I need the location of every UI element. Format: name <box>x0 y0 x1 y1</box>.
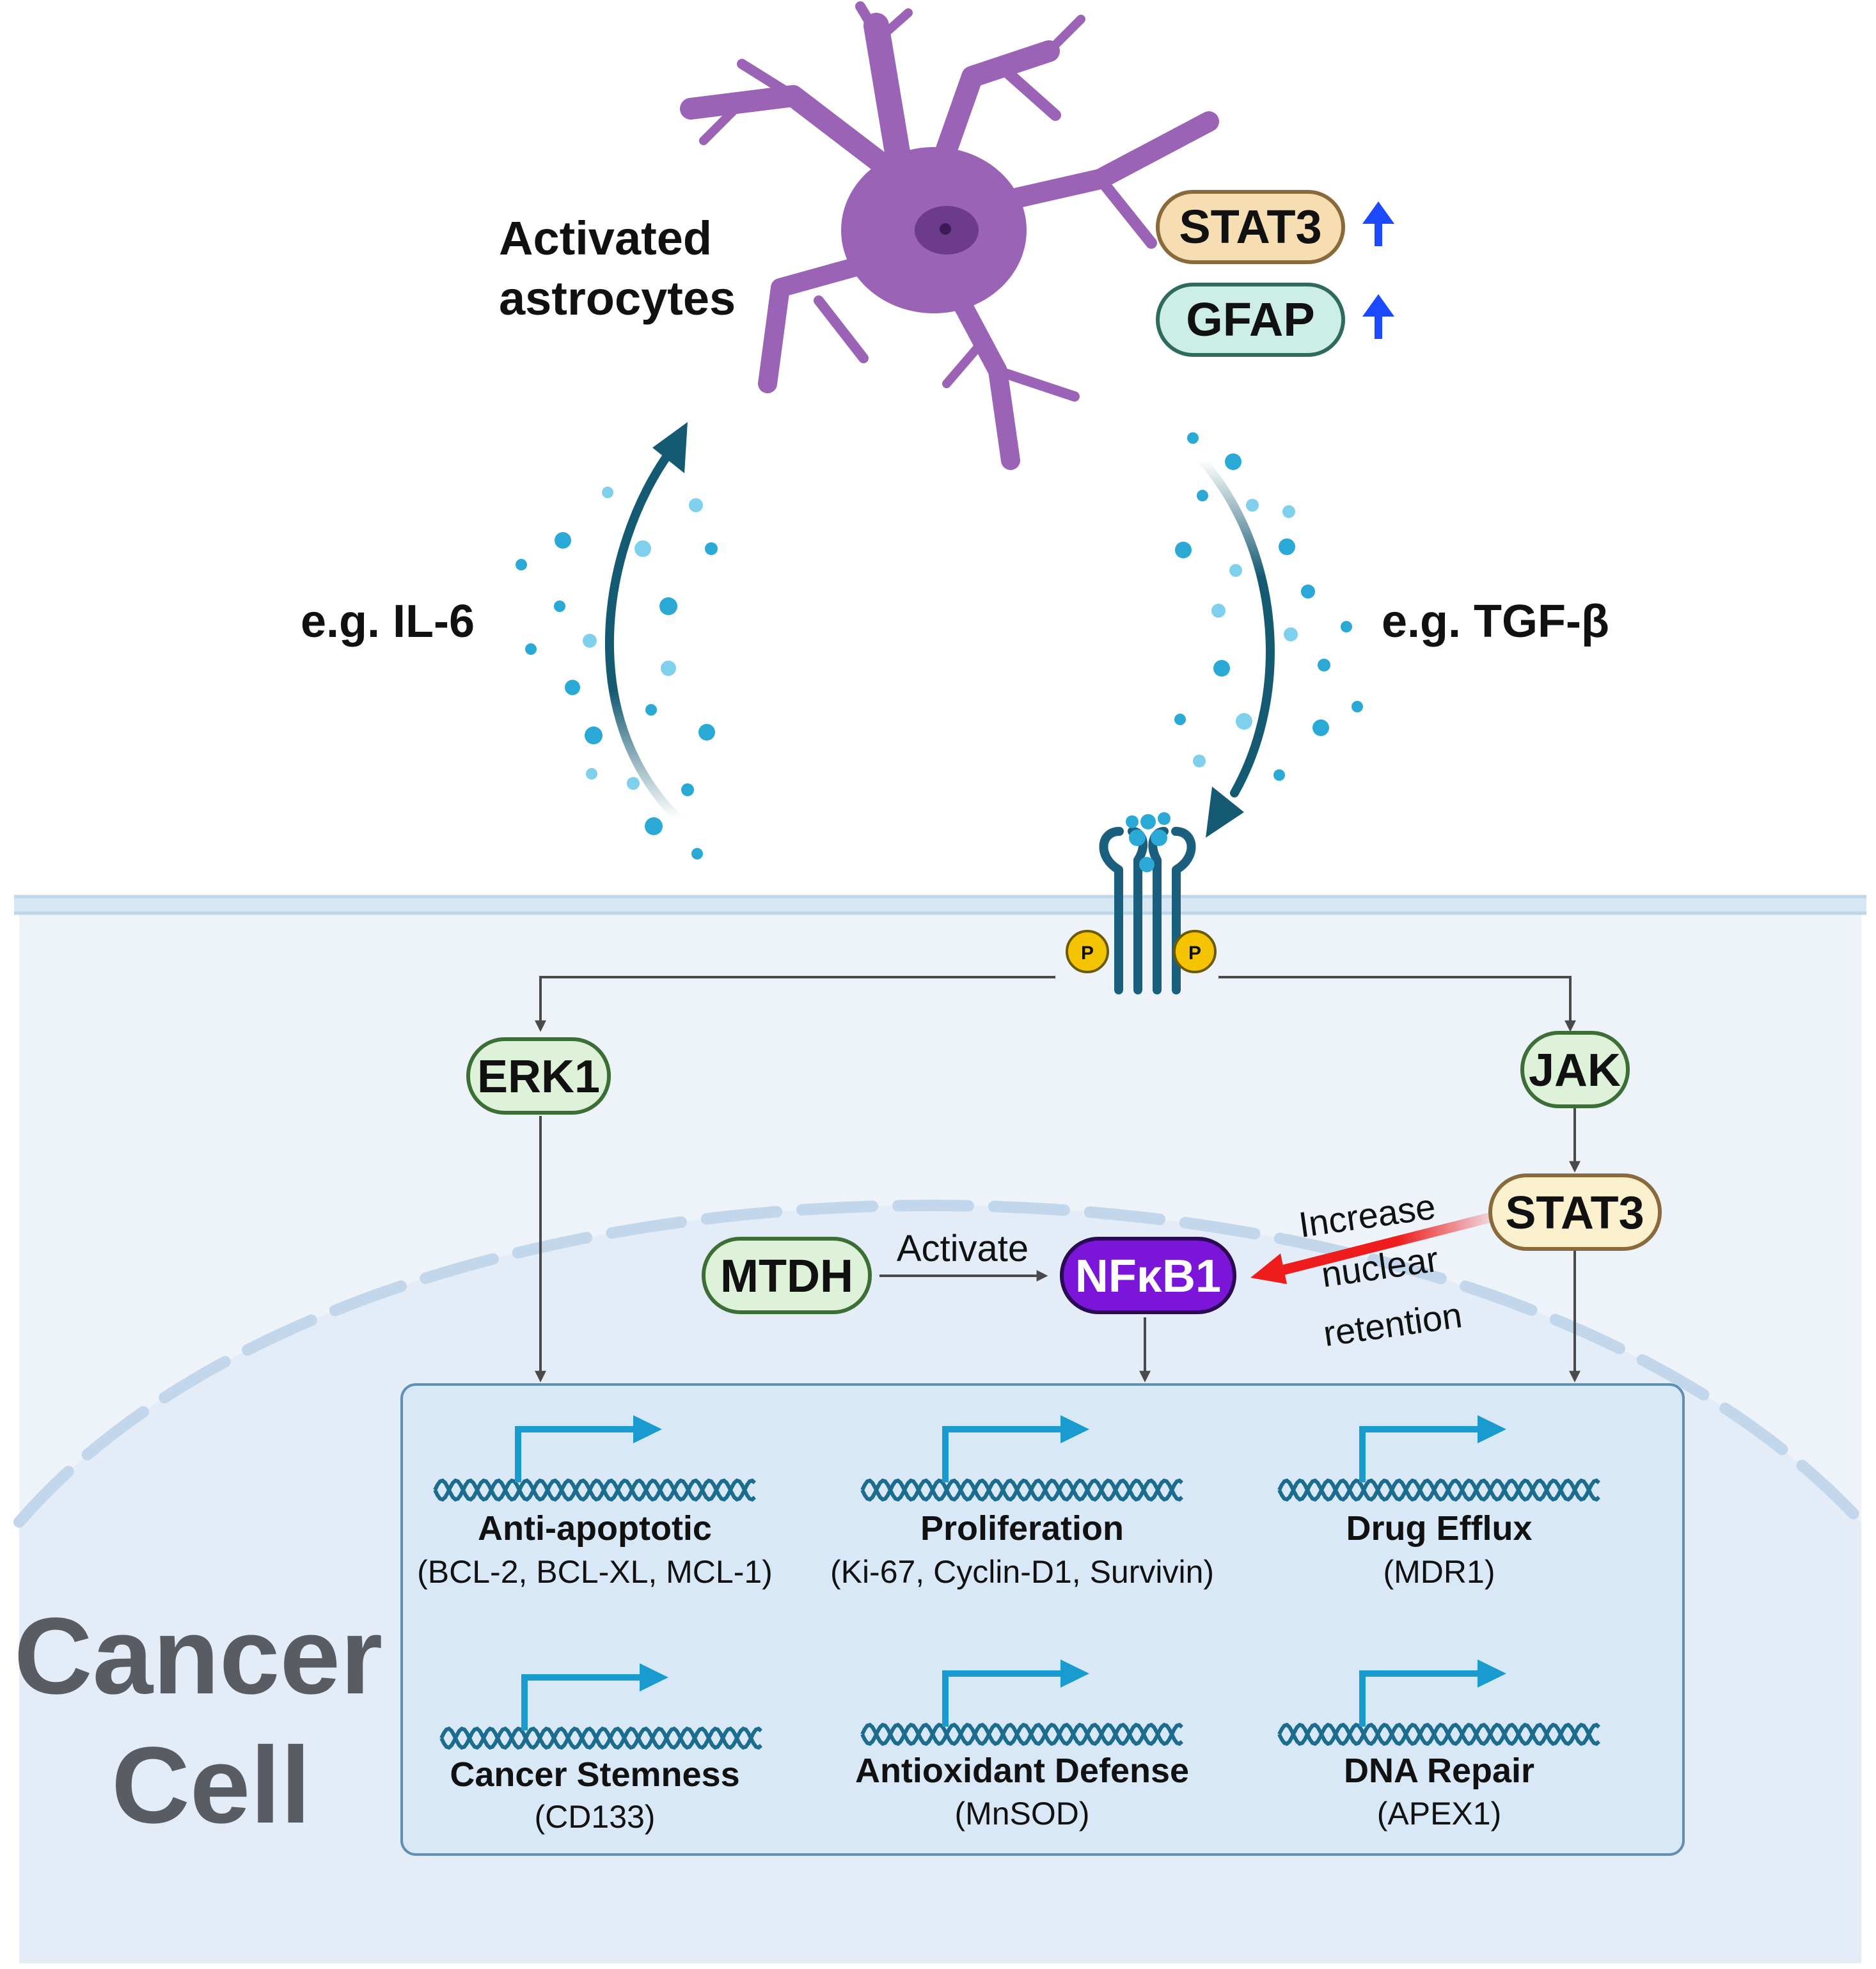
dna-strand-icon-antioxidant-defense <box>860 1722 1183 1746</box>
nuclear-retention-arrow <box>1268 1210 1505 1278</box>
transcription-arrowhead-icon-drug-efflux <box>1478 1415 1506 1443</box>
transcription-arrowhead-icon-antioxidant-defense <box>1060 1659 1089 1688</box>
stat3-up-arrow-icon <box>1362 201 1394 246</box>
phospho-left-label: P <box>1081 943 1094 964</box>
gene-subtitle-drug-efflux: (MDR1) <box>1383 1554 1495 1590</box>
gene-subtitle-antioxidant-defense: (MnSOD) <box>954 1796 1089 1832</box>
dna-strand-icon-dna-repair <box>1277 1722 1600 1746</box>
nuclear-envelope <box>13 1200 1867 1528</box>
transcription-arrowhead-icon-anti-apoptotic <box>633 1415 662 1443</box>
cancer-cell-label-line2: Cell <box>111 1725 311 1846</box>
il6-secretion-arrow <box>604 450 682 823</box>
stat3-node: STAT3 <box>1488 1173 1662 1251</box>
dna-strand-icon-cancer-stemness <box>439 1726 762 1750</box>
arrow-receptor-to-erk1 <box>535 976 1055 1032</box>
transcription-arrow-icon-antioxidant-defense <box>942 1670 1064 1727</box>
nfkb1-label: NFκB1 <box>1075 1251 1221 1302</box>
transcription-arrow-icon-dna-repair <box>1359 1670 1481 1727</box>
transcription-arrow-icon-cancer-stemness <box>521 1674 643 1730</box>
membrane-receptor-icon <box>1099 812 1196 994</box>
gene-title-dna-repair: DNA Repair <box>1344 1752 1534 1790</box>
transcription-arrowhead-icon-proliferation <box>1060 1415 1089 1443</box>
mtdh-label: MTDH <box>720 1251 853 1302</box>
transcription-arrowhead-icon-dna-repair <box>1478 1659 1506 1688</box>
phospho-right-label: P <box>1188 943 1201 964</box>
jak-label: JAK <box>1529 1045 1621 1096</box>
nuclear-retention-arrowhead-icon <box>1250 1253 1287 1284</box>
dna-strand-icon-anti-apoptotic <box>433 1478 756 1502</box>
gfap-marker: GFAP <box>1156 283 1345 357</box>
gene-title-drug-efflux: Drug Efflux <box>1346 1509 1533 1548</box>
tgfb-secretion-arrow <box>1198 456 1275 797</box>
gfap-up-arrow-icon <box>1362 294 1394 339</box>
gene-subtitle-anti-apoptotic: (BCL-2, BCL-XL, MCL-1) <box>417 1554 773 1590</box>
gene-title-proliferation: Proliferation <box>920 1509 1124 1548</box>
il6-signal-label: e.g. IL-6 <box>301 596 475 647</box>
stat3-marker: STAT3 <box>1156 190 1345 264</box>
gene-subtitle-dna-repair: (APEX1) <box>1377 1796 1502 1832</box>
gfap-marker-label: GFAP <box>1186 293 1314 346</box>
tgfb-signal-label: e.g. TGF-β <box>1382 596 1609 647</box>
transcription-arrow-icon-anti-apoptotic <box>515 1426 636 1482</box>
nfkb1-node: NFκB1 <box>1060 1237 1236 1314</box>
stat3-label: STAT3 <box>1505 1188 1644 1239</box>
astrocyte-label-line2: astrocytes <box>499 272 736 325</box>
astrocyte-cell <box>680 1 1219 470</box>
arrow-receptor-to-jak <box>1218 976 1576 1032</box>
astrocyte-label-line1: Activated <box>499 212 712 265</box>
cancer-cell-label-line1: Cancer <box>14 1596 382 1717</box>
gene-title-antioxidant-defense: Antioxidant Defense <box>855 1752 1189 1790</box>
transcription-arrow-icon-drug-efflux <box>1359 1426 1481 1482</box>
tgfb-cytokine-dots <box>1174 432 1363 781</box>
gene-subtitle-proliferation: (Ki-67, Cyclin-D1, Survivin) <box>830 1554 1214 1590</box>
jak-node: JAK <box>1520 1031 1630 1108</box>
stat3-marker-label: STAT3 <box>1179 200 1321 253</box>
phospho-left-icon: P <box>1066 930 1109 973</box>
phospho-right-icon: P <box>1173 930 1217 973</box>
cell-membrane <box>14 897 1866 913</box>
mtdh-node: MTDH <box>702 1237 872 1314</box>
dna-strand-icon-proliferation <box>860 1478 1183 1502</box>
dna-strand-icon-drug-efflux <box>1277 1478 1600 1502</box>
transcription-arrow-icon-proliferation <box>942 1426 1064 1482</box>
activate-label: Activate <box>897 1228 1029 1269</box>
gene-subtitle-cancer-stemness: (CD133) <box>535 1799 656 1835</box>
il6-cytokine-dots <box>516 487 718 859</box>
il6-arrowhead-icon <box>652 422 688 473</box>
gene-title-anti-apoptotic: Anti-apoptotic <box>478 1509 712 1548</box>
gene-graphics <box>433 1415 1600 1750</box>
gene-title-cancer-stemness: Cancer Stemness <box>450 1755 739 1794</box>
erk1-label: ERK1 <box>477 1051 600 1102</box>
transcription-arrowhead-icon-cancer-stemness <box>640 1663 668 1691</box>
erk1-node: ERK1 <box>466 1037 611 1115</box>
tgfb-arrowhead-icon <box>1206 787 1244 838</box>
